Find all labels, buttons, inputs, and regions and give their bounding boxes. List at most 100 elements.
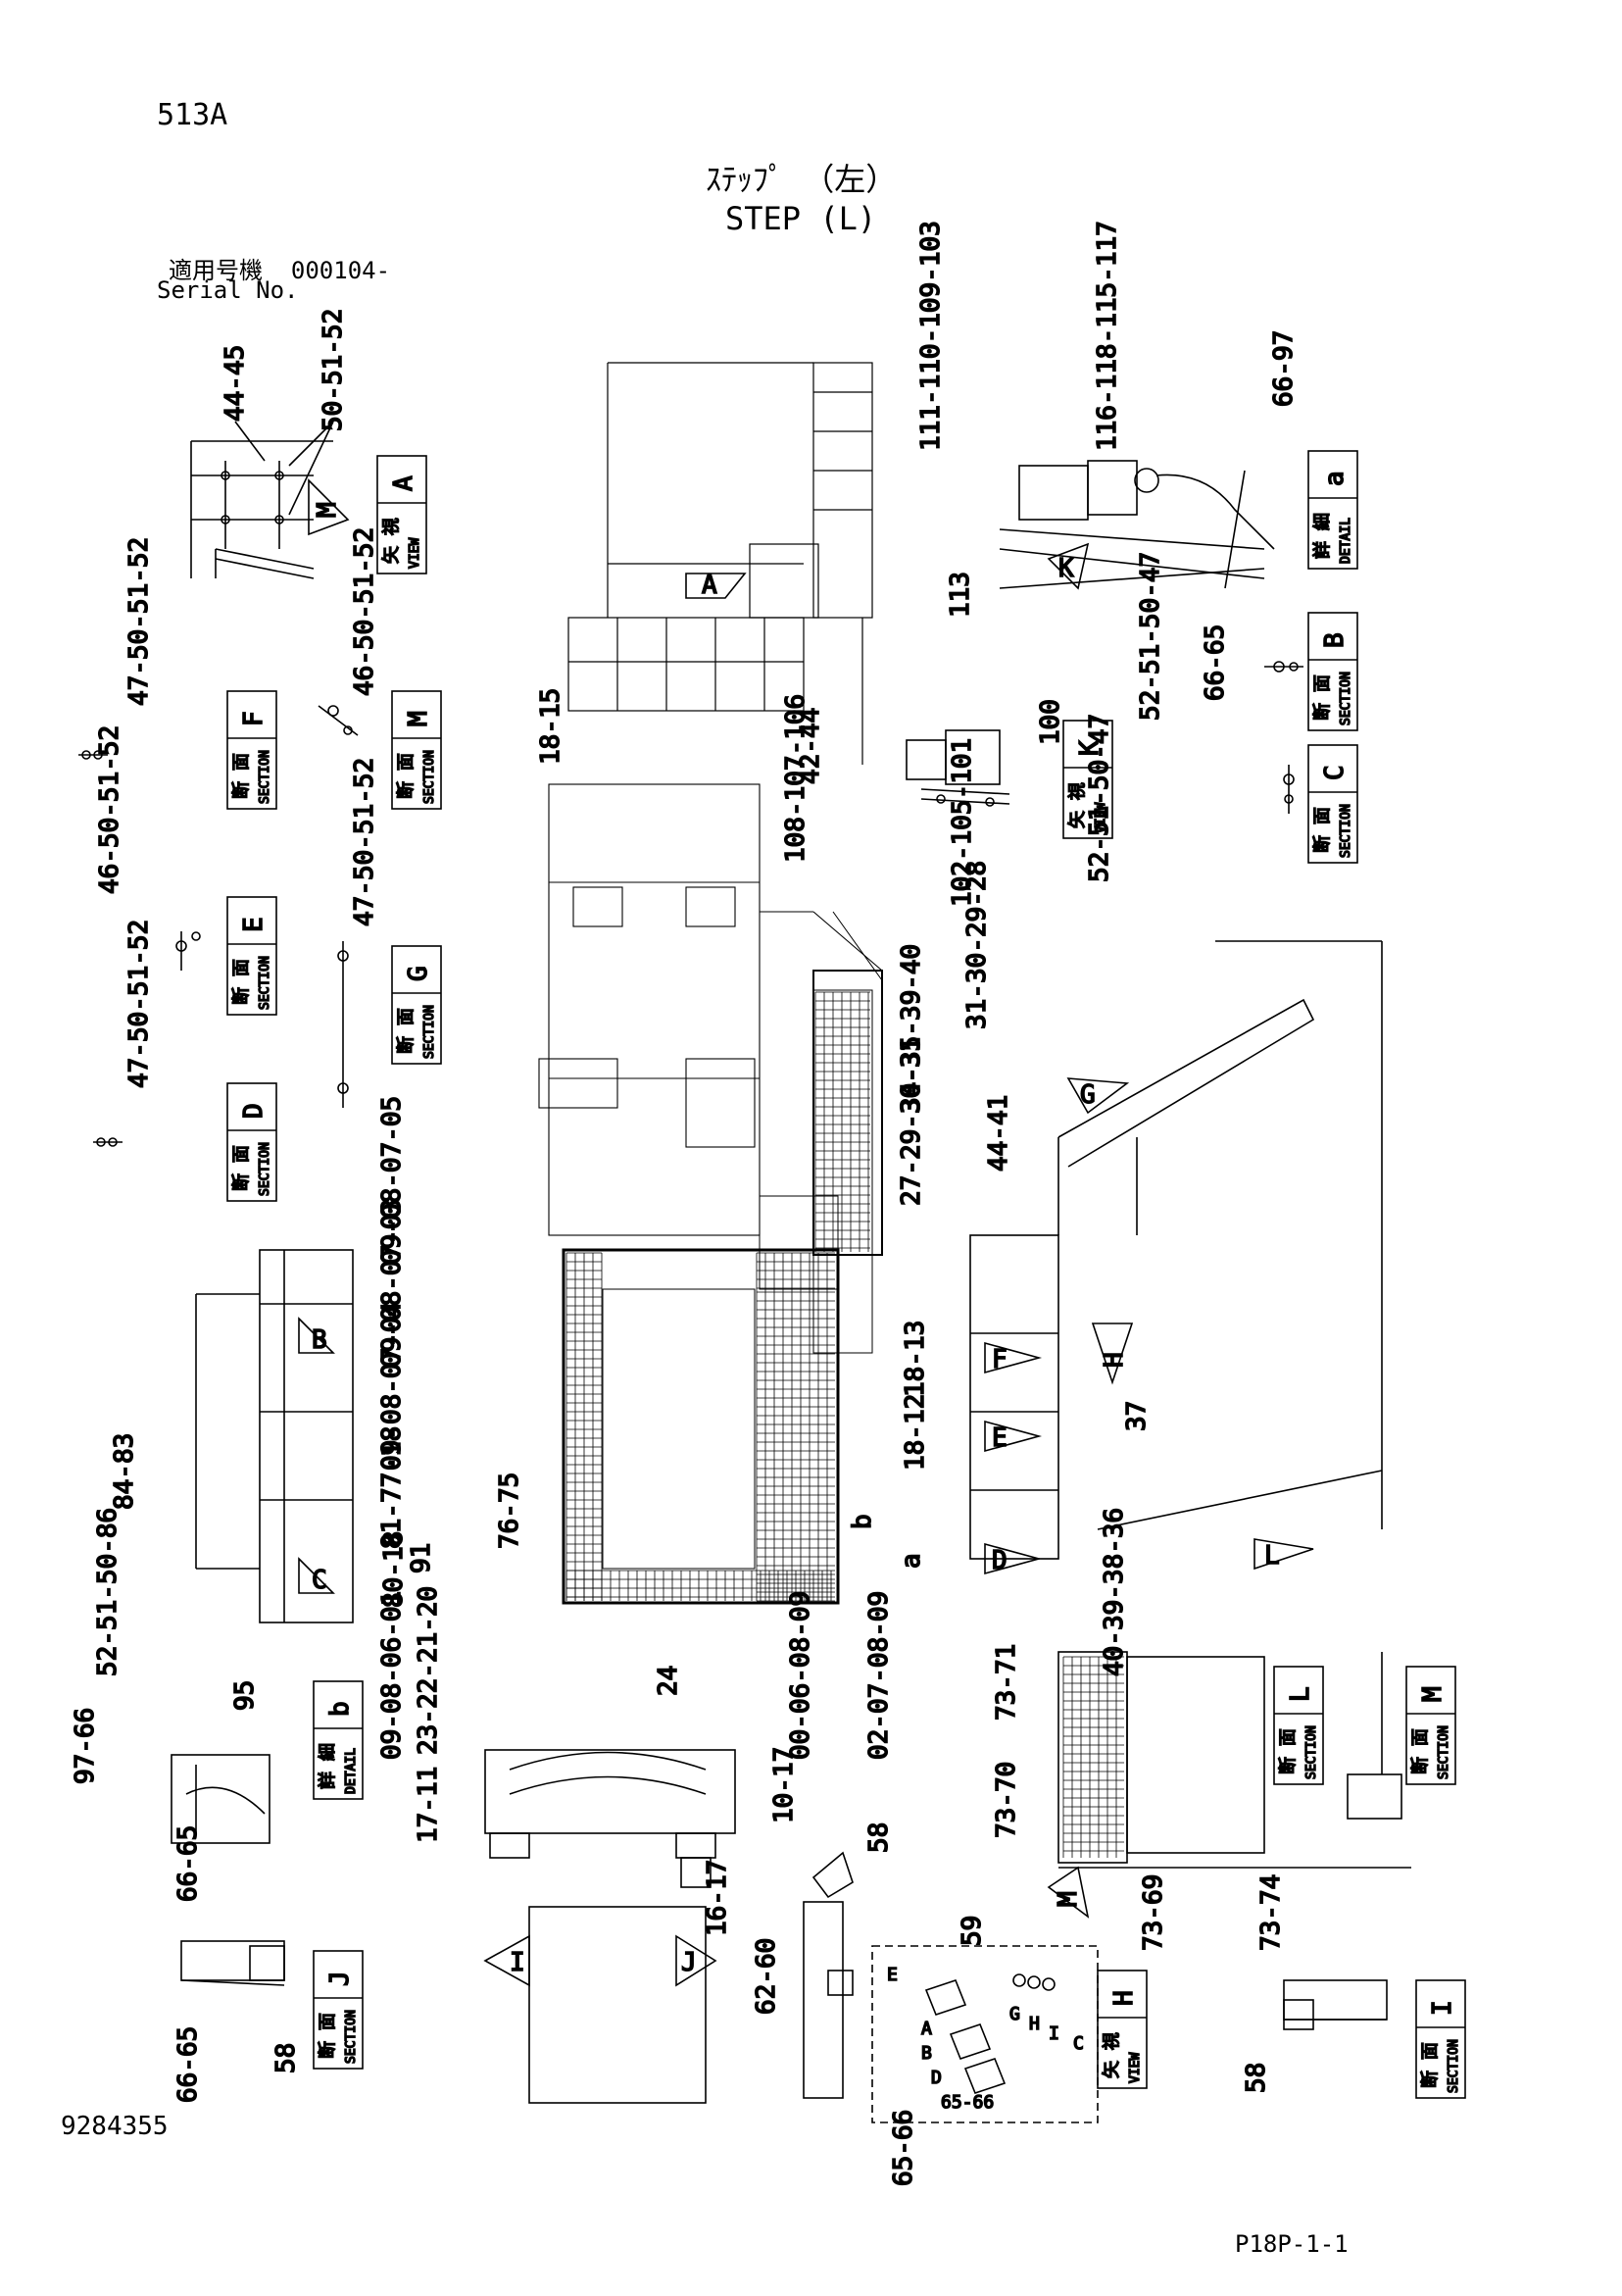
view-label-section-F: F 断 面 SECTION xyxy=(226,690,277,810)
view-label-jp: 断 面 xyxy=(396,1008,417,1054)
page-reference: P18P-1-1 xyxy=(1235,2230,1349,2258)
callout-52-51-50-86: 52-51-50-86 xyxy=(92,1507,123,1677)
callout-66-65-detail-b: 66-65 xyxy=(172,1824,204,1903)
view-label-letter: H xyxy=(1109,1990,1139,2006)
callout-24: 24 xyxy=(653,1665,684,1697)
view-arrow-e: E xyxy=(984,1420,1043,1454)
callout-58-section-j: 58 xyxy=(270,2042,302,2074)
serial-label-jp: 適用号機 000104- xyxy=(169,251,390,285)
callout-text: 44-41 xyxy=(984,1095,1013,1172)
view-label-jp: 断 面 xyxy=(231,1145,252,1191)
callout-text: 66-65 xyxy=(173,1825,203,1902)
view-label-jp: 断 面 xyxy=(1312,807,1333,853)
part-letter-e: G xyxy=(1009,2004,1020,2024)
view-arrow-h: H xyxy=(1091,1323,1134,1385)
arrow-letter: D xyxy=(992,1546,1008,1575)
callout-text: b xyxy=(848,1514,877,1529)
view-label-section-G: G 断 面 SECTION xyxy=(391,945,442,1065)
callout-text: 42-44 xyxy=(796,708,825,784)
view-label-en: VIEW xyxy=(1128,2053,1143,2083)
ladder-sketch xyxy=(803,1851,854,2099)
view-label-letter: b xyxy=(325,1701,355,1717)
view-label-letter: G xyxy=(404,966,433,981)
callout-16-17: 16-17 xyxy=(702,1859,733,1937)
callout-text: 73-70 xyxy=(992,1762,1021,1838)
callout-81-77-18: 81-77-18 xyxy=(376,1425,408,1550)
callout-34-35-39-40: 34-35-39-40 xyxy=(896,943,927,1114)
arrow-letter: C xyxy=(312,1566,327,1595)
part-letter-h: I xyxy=(1049,2023,1059,2044)
callout-text: 65-66 xyxy=(889,2110,918,2186)
view-label-letter: I xyxy=(1428,2000,1457,2016)
view-label-en: SECTION xyxy=(1437,1725,1451,1779)
callout-text: 02-07-08-09 xyxy=(864,1591,894,1760)
view-label-en: SECTION xyxy=(1447,2039,1461,2093)
callout-58-section-i: 58 xyxy=(1241,2062,1272,2094)
callout-text: 58 xyxy=(271,2043,301,2073)
view-label-jp: 断 面 xyxy=(396,753,417,799)
view-arrow-k: K xyxy=(1047,542,1090,590)
callout-text: 52-51-50-47 xyxy=(1136,552,1165,721)
callout-text: 16-17 xyxy=(703,1860,732,1936)
callout-text: 09-08-07-03 xyxy=(377,1199,407,1368)
callout-text: 18-13 xyxy=(901,1321,930,1397)
callout-95: 95 xyxy=(229,1679,261,1712)
view-label-en: SECTION xyxy=(1339,804,1353,858)
serial-label-jp-text: 適用号機 xyxy=(169,257,263,284)
callout-100: 100 xyxy=(1035,698,1066,746)
callout-37: 37 xyxy=(1121,1400,1153,1432)
callout-text: 66-65 xyxy=(173,2026,203,2103)
view-label-jp: 矢 視 xyxy=(381,518,402,564)
callout-text: 17-11 xyxy=(414,1767,443,1843)
callout-09-08-07-03: 09-08-07-03 xyxy=(376,1198,408,1369)
callout-text: 46-50-51-52 xyxy=(350,527,379,696)
view-a-sketch xyxy=(190,421,334,579)
arrow-letter: A xyxy=(702,571,717,600)
callout-18-13: 18-13 xyxy=(900,1320,931,1398)
view-arrow-f: F xyxy=(984,1341,1043,1375)
callout-text: 59 xyxy=(958,1916,987,1946)
part-letter-c: A xyxy=(921,2019,932,2039)
view-label-en: SECTION xyxy=(258,1142,272,1196)
page-code: 513A xyxy=(157,98,228,132)
main-machine-outline xyxy=(538,783,883,1236)
callout-text: 52-51-50-47 xyxy=(1085,714,1114,882)
callout-text: 97-66 xyxy=(71,1708,100,1784)
view-arrow-m-lower: M xyxy=(1047,1866,1090,1919)
view-label-letter: F xyxy=(239,711,269,726)
document-id: 9284355 xyxy=(61,2112,169,2141)
callout-62-60: 62-60 xyxy=(751,1937,782,2016)
callout-113: 113 xyxy=(945,571,976,619)
callout-66-65-section-j: 66-65 xyxy=(172,2025,204,2104)
view-label-en: SECTION xyxy=(258,750,272,804)
callout-76-75: 76-75 xyxy=(494,1472,525,1550)
view-arrow-m: M xyxy=(308,478,350,536)
left-handrail xyxy=(195,1249,354,1623)
callout-102-105-101: 102-105-101 xyxy=(947,737,978,908)
callout-59: 59 xyxy=(957,1915,988,1947)
callout-text: 116-118-115-117 xyxy=(1093,221,1122,451)
callout-46-50-51-52-m: 46-50-51-52 xyxy=(349,526,380,697)
view-label-en: SECTION xyxy=(422,1005,437,1059)
view-label-jp: 断 面 xyxy=(231,753,252,799)
callout-text: 18-15 xyxy=(536,688,565,765)
callout-text: 09-08-07-05 xyxy=(377,1096,407,1265)
callout-17-11: 17-11 xyxy=(413,1766,444,1844)
view-label-jp: 断 面 xyxy=(1278,1728,1299,1774)
title-english: STEP (L) xyxy=(725,200,877,237)
callout-111-110-109-103: 111-110-109-103 xyxy=(915,220,947,451)
section-i-sketch xyxy=(1283,1979,1388,2030)
view-arrow-c: C xyxy=(298,1557,335,1596)
arrow-letter: H xyxy=(1100,1352,1129,1368)
view-label-jp: 詳 細 xyxy=(1312,513,1333,559)
callout-text: 66-97 xyxy=(1269,330,1299,407)
part-letter-f: E xyxy=(887,1965,898,1985)
